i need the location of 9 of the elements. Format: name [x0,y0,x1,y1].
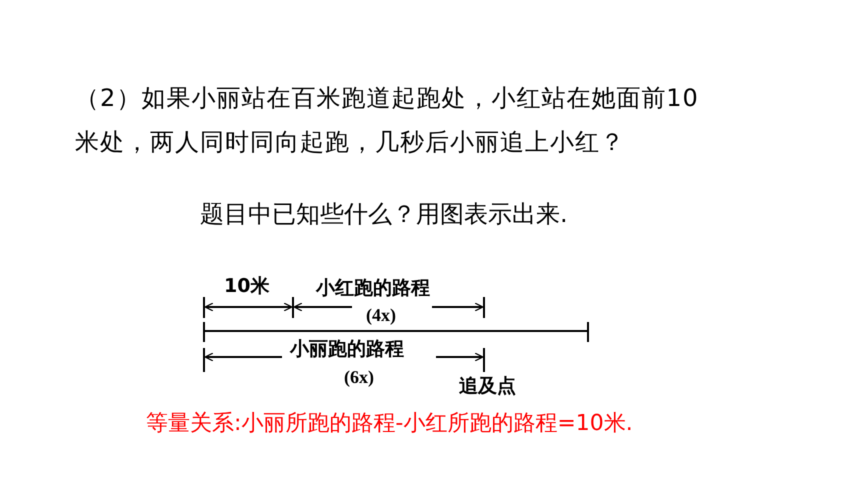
dimension-label: 10米 [224,275,270,298]
dimension-label: (6x) [344,367,374,389]
dimension-label: 小红跑的路程 [316,277,430,300]
equation-text: 等量关系:小丽所跑的路程-小红所跑的路程=10米. [146,411,633,438]
dimension-label: 小丽跑的路程 [290,338,404,361]
point-label: 追及点 [459,375,516,398]
problem-text: （2）如果小丽站在百米跑道起跑处，小红站在她面前10米处，两人同时同向起跑，几秒后小丽追上小红？ [75,83,700,158]
question-text: 题目中已知些什么？用图表示出来. [200,200,568,229]
dimension-label: (4x) [366,305,396,327]
